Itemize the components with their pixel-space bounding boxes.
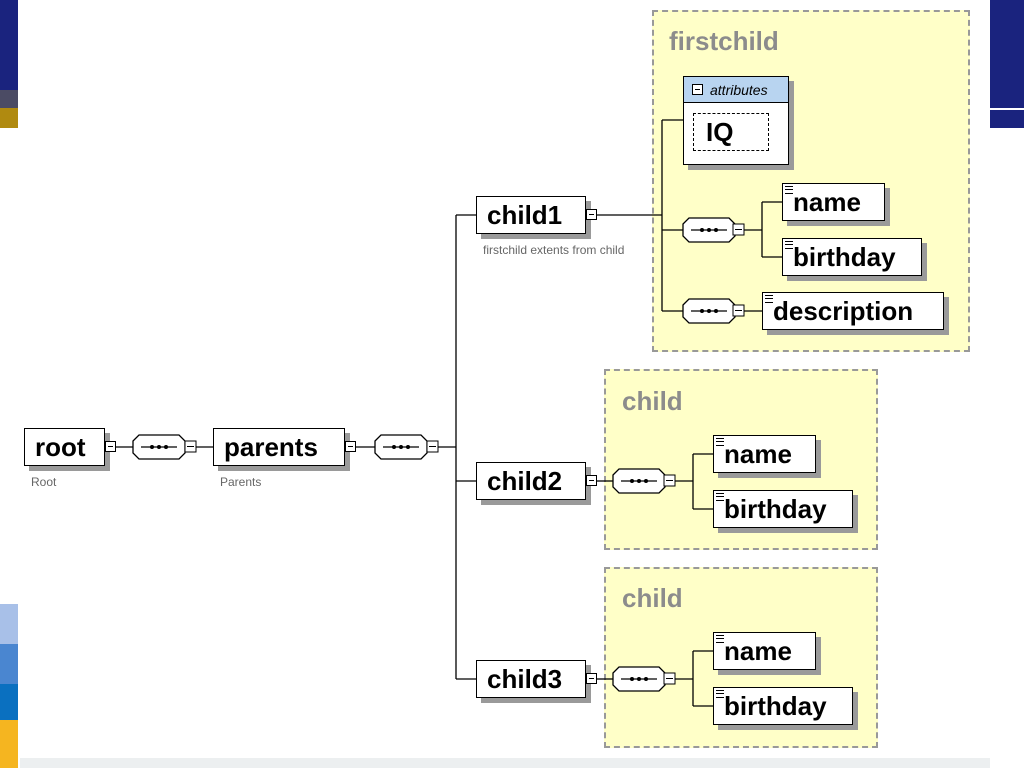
element-child3-label: child3 [487,664,563,694]
group-title-child-2: child [622,386,683,416]
attributes-label: attributes [710,82,768,98]
right-edge-navy-lower [990,110,1024,128]
sequence-compositor-2 [374,434,439,460]
element-child1-label: child1 [487,200,563,230]
collapse-attributes-icon[interactable] [692,84,703,95]
element-doc-icon [765,295,773,303]
left-edge-midblue [0,644,18,684]
element-child3-name-label: name [724,636,792,666]
element-parents[interactable]: parents [213,428,345,466]
element-firstchild-name-label: name [793,187,861,217]
element-child2[interactable]: child2 [476,462,586,500]
element-root[interactable]: root [24,428,105,466]
element-child3-birthday-label: birthday [724,691,827,721]
sequence-compositor-6 [612,666,676,692]
element-child2-name[interactable]: name [713,435,816,473]
element-firstchild-birthday-label: birthday [793,242,896,272]
collapse-child1-icon[interactable] [586,209,597,220]
element-firstchild-description[interactable]: description [762,292,944,330]
element-child3[interactable]: child3 [476,660,586,698]
left-edge-blue [0,684,18,720]
note-root: Root [31,475,57,489]
element-doc-icon [716,493,724,501]
element-parents-label: parents [224,432,318,462]
sequence-compositor-4 [682,298,745,324]
element-child1[interactable]: child1 [476,196,586,234]
collapse-child2-icon[interactable] [586,475,597,486]
element-doc-icon [716,438,724,446]
note-parents: Parents [220,475,262,489]
group-title-firstchild: firstchild [669,26,779,56]
element-firstchild-birthday[interactable]: birthday [782,238,922,276]
left-edge-gold [0,108,18,128]
bottom-scroll-strip [20,758,990,768]
element-child2-name-label: name [724,439,792,469]
sequence-compositor-1 [132,434,197,460]
element-child2-label: child2 [487,466,563,496]
element-child3-birthday[interactable]: birthday [713,687,853,725]
attributes-box[interactable]: attributes IQ [683,76,789,165]
element-doc-icon [785,241,793,249]
element-doc-icon [716,690,724,698]
collapse-child3-icon[interactable] [586,673,597,684]
element-child2-birthday-label: birthday [724,494,827,524]
collapse-root-icon[interactable] [105,441,116,452]
element-firstchild-name[interactable]: name [782,183,885,221]
left-edge-lightblue [0,604,18,644]
element-child3-name[interactable]: name [713,632,816,670]
left-edge-gray [0,90,18,108]
element-doc-icon [716,635,724,643]
left-edge-navy [0,0,18,90]
sequence-compositor-3 [682,217,745,243]
element-root-label: root [35,432,86,462]
right-edge-navy [990,0,1024,108]
collapse-parents-icon[interactable] [345,441,356,452]
element-firstchild-description-label: description [773,296,914,326]
sequence-compositor-5 [612,468,676,494]
group-title-child-3: child [622,583,683,613]
element-child2-birthday[interactable]: birthday [713,490,853,528]
note-child1: firstchild extents from child [483,243,625,257]
element-doc-icon [785,186,793,194]
attribute-iq[interactable]: IQ [693,113,769,151]
left-edge-orange [0,720,18,768]
